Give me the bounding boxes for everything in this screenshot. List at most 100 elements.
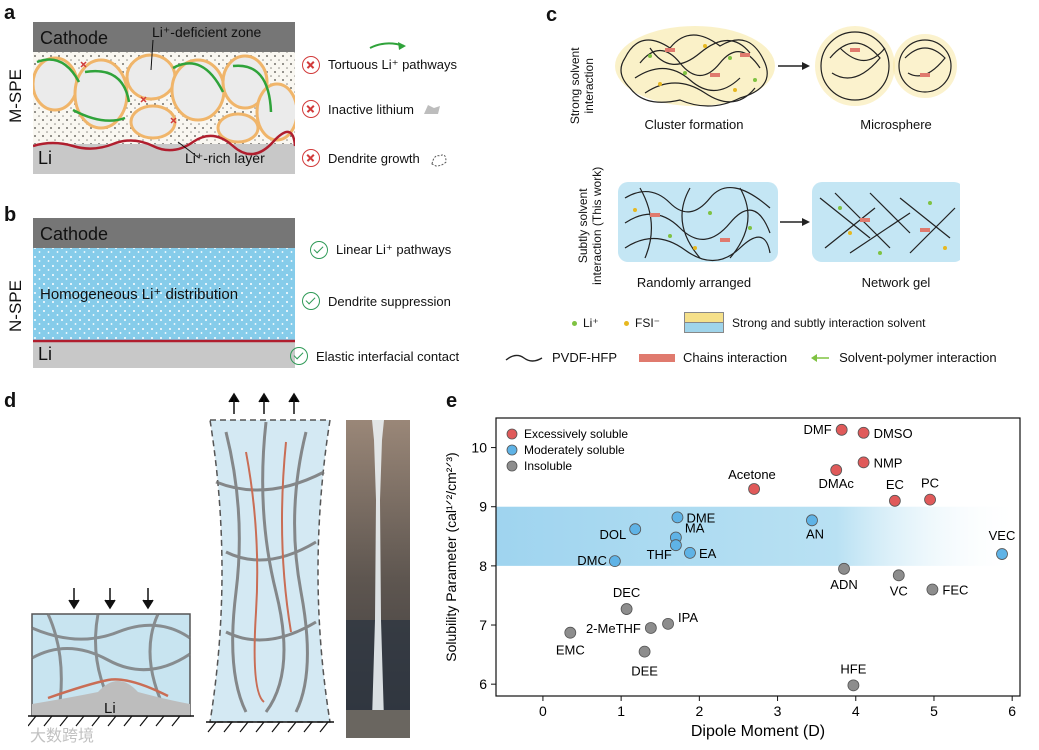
fsi-dot-icon [624,320,629,326]
y-tick-label: 8 [479,558,487,574]
y-axis-label: Solubility Parameter (cal¹ᐟ²/cm²ᐟ³) [443,452,459,661]
data-point [684,546,696,559]
plot-frame [495,417,1021,697]
x-tick-label: 1 [617,703,625,719]
panel-c-letter: c [546,4,558,26]
solvent-arrow-icon [811,353,830,362]
moderate-solubility-band [496,506,1020,566]
panel-a-legend-row-3: Dendrite growth [302,148,450,168]
point-label: EC [886,477,904,492]
panel-a-rich-callout: Li⁺-rich layer [185,150,265,166]
panel-c-random-caption: Randomly arranged [636,275,752,290]
check-icon [302,292,320,310]
data-point [806,514,818,527]
data-point [662,617,674,630]
legend-swatch [506,444,518,456]
point-label: EMC [556,643,585,658]
panel-c-row1-side: Strong solvent interaction [568,47,596,125]
panel-c-legend-bottom: PVDF-HFP Chains interaction Solvent-poly… [504,350,997,365]
stretched-network-illustration [206,392,334,733]
legend-text: Dendrite suppression [328,293,451,309]
data-point [638,645,651,658]
panel-b-legend-row-2: Dendrite suppression [302,292,451,310]
data-point [644,622,657,634]
point-label: DMC [577,553,607,568]
point-label: EA [699,546,717,561]
n-spe-diagram [33,218,295,368]
x-tick-label: 2 [695,703,703,719]
legend-text: Inactive lithium [328,101,414,117]
point-label: FEC [942,583,968,598]
legend-label: Moderately soluble [524,443,625,457]
x-tick-label: 3 [774,703,782,719]
panel-b-li-label: Li [38,344,53,364]
point-label: ADN [830,577,857,592]
y-tick-label: 10 [471,440,487,456]
panel-b-middle-label: Homogeneous Li⁺ distribution [40,286,239,303]
data-point [620,603,633,615]
panel-a-legend-row-2: Inactive lithium [302,100,442,118]
panel-c-legend-fsi: FSI⁻ [624,316,660,330]
data-point [669,539,682,552]
legend-text: Dendrite growth [328,150,420,166]
y-tick-label: 6 [479,676,487,692]
chains-swatch-icon [639,353,675,362]
data-point [847,679,860,692]
data-point [888,494,901,507]
panel-a-cathode-label: Cathode [40,28,109,48]
point-label: AN [806,526,824,541]
point-label: DEC [613,585,640,600]
pvdf-line-icon [505,354,543,362]
point-label: DOL [599,527,626,542]
panel-b-legend-row-3: Elastic interfacial contact [290,347,459,365]
panel-c-row2-side: Subtly solvent interaction (This work) [576,166,604,285]
panel-b-cathode-label: Cathode [40,224,109,244]
point-label: DMAc [819,476,855,491]
data-point [629,523,642,536]
point-label: NMP [874,455,903,470]
m-spe-diagram [33,22,295,174]
check-icon [310,241,328,259]
legend-text: Tortuous Li⁺ pathways [328,57,457,72]
legend-swatch [506,428,518,440]
legend-label: Insoluble [524,459,572,473]
panel-c-microsphere-caption: Microsphere [860,117,932,132]
point-label: IPA [678,610,698,625]
panel-b-letter: b [4,204,17,226]
panel-a-side-label: M-SPE [6,69,25,123]
point-label: DEE [631,664,658,679]
x-tick-label: 6 [1008,703,1016,719]
point-label: VEC [989,528,1016,543]
stretched-gel-photo [346,420,410,738]
panel-c-cluster-caption: Cluster formation [644,117,744,132]
data-point [857,456,870,469]
inactive-lithium-icon [423,105,440,114]
data-point [926,583,939,596]
point-label: DMF [804,422,832,437]
cross-icon [302,56,320,74]
panel-b-side-label: N-SPE [6,280,25,332]
panel-a-deficient-callout: Li⁺-deficient zone [152,24,262,40]
data-point [838,562,850,575]
cross-icon [302,100,320,118]
interface-contact-illustration [28,588,194,727]
point-label: DME [686,510,715,525]
point-label: VC [890,583,908,598]
panel-a-letter: a [4,2,16,24]
panel-a-legend-row-1: Tortuous Li⁺ pathways [302,56,457,74]
point-label: Acetone [728,467,776,482]
panel-d-li-label: Li [104,700,116,717]
li-dot-icon [572,320,577,326]
cross-icon [302,149,320,167]
panel-d-letter: d [4,390,17,412]
data-point [608,555,621,568]
watermark: 大数跨境 [30,728,95,745]
dendrite-icon [431,154,447,167]
x-axis-label: Dipole Moment (D) [691,723,825,740]
data-point [835,423,848,436]
data-point [564,626,577,639]
cluster-row-illustration [615,26,957,107]
point-label: HFE [840,661,866,676]
y-tick-label: 9 [479,499,487,515]
data-point [996,548,1008,560]
